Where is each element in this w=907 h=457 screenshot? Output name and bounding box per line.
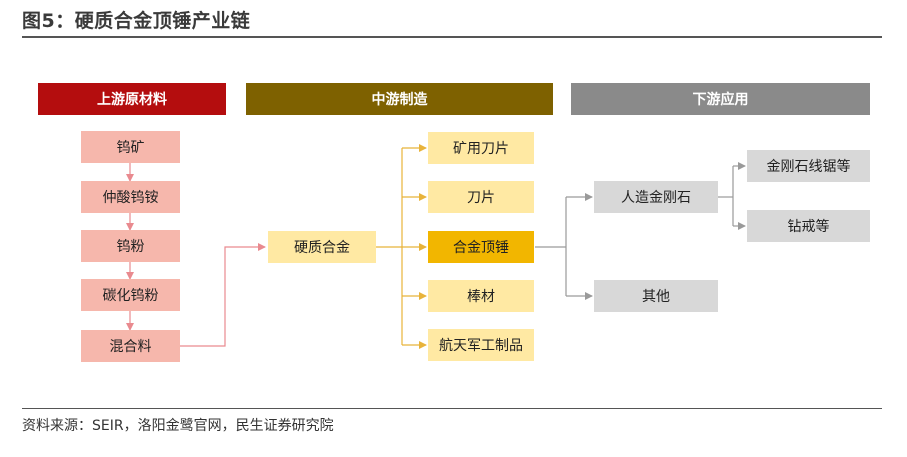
product-mining-inserts: 矿用刀片 (428, 132, 534, 164)
cemented-carbide-box: 硬质合金 (268, 231, 376, 263)
upstream-mixture: 混合料 (81, 330, 180, 362)
midstream-arrows (376, 144, 427, 349)
product-aerospace: 航天军工制品 (428, 329, 534, 361)
upstream-tungsten-powder: 钨粉 (81, 230, 180, 262)
use-diamond-rings: 钻戒等 (747, 210, 870, 242)
upstream-arrows (126, 163, 266, 347)
downstream-synthetic-diamond: 人造金刚石 (594, 181, 718, 213)
midstream-header: 中游制造 (246, 83, 553, 115)
upstream-apt: 仲酸钨铵 (81, 181, 180, 213)
upstream-header: 上游原材料 (38, 83, 226, 115)
product-inserts: 刀片 (428, 181, 534, 213)
use-diamond-wire-saw: 金刚石线锯等 (747, 150, 870, 182)
downstream-other: 其他 (594, 280, 718, 312)
upstream-tungsten-ore: 钨矿 (81, 131, 180, 163)
figure-title: 图5：硬质合金顶锤产业链 (22, 10, 251, 32)
arrow-mixture-to-cemented-carbide (180, 243, 266, 347)
downstream-header: 下游应用 (571, 83, 870, 115)
source-note: 资料来源：SEIR，洛阳金鹭官网，民生证券研究院 (22, 418, 334, 434)
upstream-carbide-powder: 碳化钨粉 (81, 279, 180, 311)
source-rule (22, 408, 882, 409)
title-rule (22, 36, 882, 38)
product-carbide-anvil: 合金顶锤 (428, 231, 534, 263)
product-rods: 棒材 (428, 280, 534, 312)
downstream-arrows (535, 162, 746, 300)
